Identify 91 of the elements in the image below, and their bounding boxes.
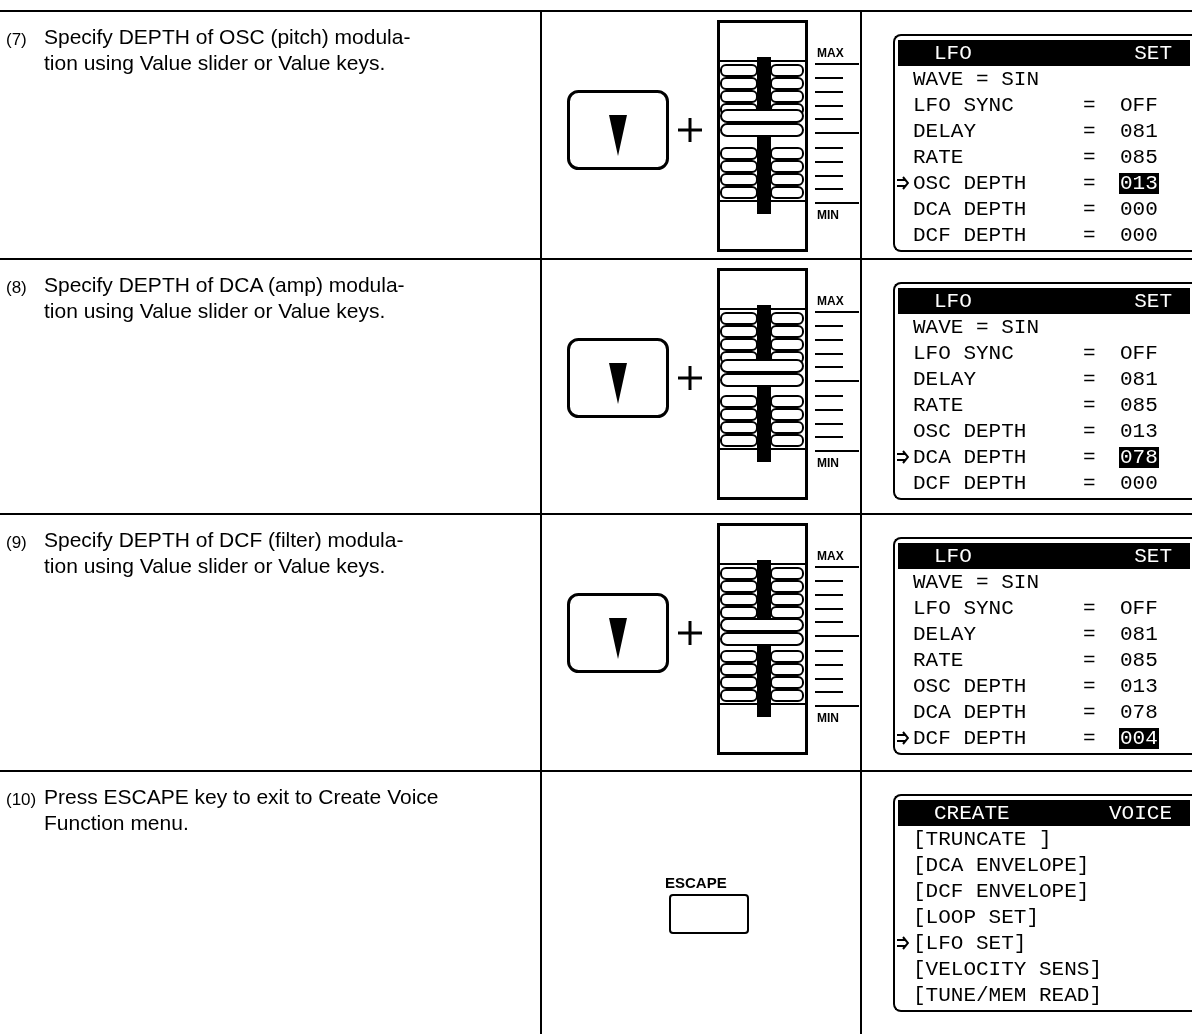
lcd-text: WAVE = SIN xyxy=(913,316,1040,338)
lcd-text: DCF DEPTH xyxy=(913,224,1028,246)
lcd-text: = xyxy=(1083,649,1097,671)
lcd-screen xyxy=(893,794,1192,1012)
lcd-screen xyxy=(893,537,1192,755)
lcd-text: = xyxy=(1083,623,1097,645)
lcd-text: DCF DEPTH xyxy=(913,727,1028,749)
lcd-text: [DCA ENVELOPE] xyxy=(913,854,1090,876)
lcd-text: = xyxy=(1083,224,1097,246)
lcd-text: DELAY xyxy=(913,368,977,390)
lcd-title: SET xyxy=(1134,42,1172,64)
lcd-title: SET xyxy=(1134,290,1172,312)
lcd-text: RATE xyxy=(913,394,965,416)
lcd-text: DELAY xyxy=(913,120,977,142)
lcd-text: = xyxy=(1083,368,1097,390)
lcd-text: OSC DEPTH xyxy=(913,420,1028,442)
key-label: ESCAPE xyxy=(665,873,727,893)
lcd-text: = xyxy=(1083,146,1097,168)
lcd-text: [VELOCITY SENS] xyxy=(913,958,1103,980)
min-label: MIN xyxy=(817,455,839,472)
lcd-text: DCF DEPTH xyxy=(913,472,1028,494)
lcd-text: 000 xyxy=(1119,472,1159,494)
lcd-text: OSC DEPTH xyxy=(913,172,1028,194)
lcd-text: = xyxy=(1083,675,1097,697)
lcd-text: = xyxy=(1083,172,1097,194)
lcd-text: [DCF ENVELOPE] xyxy=(913,880,1090,902)
step-number: (10) xyxy=(6,789,37,811)
lcd-text: OFF xyxy=(1119,342,1159,364)
lcd-text: [TRUNCATE ] xyxy=(913,828,1052,850)
lcd-text: DCA DEPTH xyxy=(913,701,1028,723)
step-number: (9) xyxy=(6,532,27,554)
lcd-text: 081 xyxy=(1119,623,1159,645)
min-label: MIN xyxy=(817,207,839,224)
lcd-text: = xyxy=(1083,394,1097,416)
lcd-text: 013 xyxy=(1119,172,1159,194)
lcd-text: 081 xyxy=(1119,368,1159,390)
lcd-text: 078 xyxy=(1119,701,1159,723)
lcd-text: LFO SYNC xyxy=(913,94,1015,116)
lcd-text: 013 xyxy=(1119,420,1159,442)
max-label: MAX xyxy=(817,548,844,565)
step-instruction: Specify DEPTH of DCA (amp) modula- tion using Value slider or Value keys. xyxy=(44,272,406,324)
lcd-text: = xyxy=(1083,120,1097,142)
lcd-screen xyxy=(893,282,1192,500)
lcd-text: = xyxy=(1083,727,1097,749)
lcd-text: = xyxy=(1083,420,1097,442)
step-instruction: Specify DEPTH of DCF (filter) modula- tion using Value slider or Value keys. xyxy=(44,527,405,579)
lcd-text: LFO SYNC xyxy=(913,342,1015,364)
lcd-text: 000 xyxy=(1119,224,1159,246)
lcd-text: = xyxy=(1083,198,1097,220)
min-label: MIN xyxy=(817,710,839,727)
lcd-text: DCA DEPTH xyxy=(913,446,1028,468)
lcd-text: 085 xyxy=(1119,394,1159,416)
lcd-text: = xyxy=(1083,446,1097,468)
lcd-title: LFO xyxy=(934,545,972,567)
lcd-text: OFF xyxy=(1119,94,1159,116)
lcd-text: [TUNE/MEM READ] xyxy=(913,984,1103,1006)
max-label: MAX xyxy=(817,293,844,310)
lcd-text: 078 xyxy=(1119,446,1159,468)
lcd-text: LFO SYNC xyxy=(913,597,1015,619)
lcd-title: VOICE xyxy=(1109,802,1172,824)
lcd-text: 013 xyxy=(1119,675,1159,697)
lcd-title: CREATE xyxy=(934,802,1010,824)
lcd-title: SET xyxy=(1134,545,1172,567)
step-instruction: Specify DEPTH of OSC (pitch) modula- tion using Value slider or Value keys. xyxy=(44,24,412,76)
step-number: (8) xyxy=(6,277,27,299)
lcd-text: [LFO SET] xyxy=(913,932,1027,954)
lcd-screen xyxy=(893,34,1192,252)
lcd-text: RATE xyxy=(913,146,965,168)
step-number: (7) xyxy=(6,29,27,51)
lcd-text: OSC DEPTH xyxy=(913,675,1028,697)
lcd-text: = xyxy=(1083,94,1097,116)
lcd-text: = xyxy=(1083,472,1097,494)
lcd-title: LFO xyxy=(934,290,972,312)
lcd-text: WAVE = SIN xyxy=(913,68,1040,90)
step-instruction: Press ESCAPE key to exit to Create Voice Function menu. xyxy=(44,784,440,836)
lcd-text: WAVE = SIN xyxy=(913,571,1040,593)
lcd-text: = xyxy=(1083,701,1097,723)
lcd-text: DCA DEPTH xyxy=(913,198,1028,220)
lcd-text: 081 xyxy=(1119,120,1159,142)
lcd-title: LFO xyxy=(934,42,972,64)
lcd-text: = xyxy=(1083,597,1097,619)
lcd-text: OFF xyxy=(1119,597,1159,619)
lcd-text: DELAY xyxy=(913,623,977,645)
lcd-text: = xyxy=(1083,342,1097,364)
lcd-text: 085 xyxy=(1119,146,1159,168)
max-label: MAX xyxy=(817,45,844,62)
lcd-text: 004 xyxy=(1119,727,1159,749)
lcd-text: [LOOP SET] xyxy=(913,906,1040,928)
lcd-text: 085 xyxy=(1119,649,1159,671)
lcd-text: 000 xyxy=(1119,198,1159,220)
lcd-text: RATE xyxy=(913,649,965,671)
